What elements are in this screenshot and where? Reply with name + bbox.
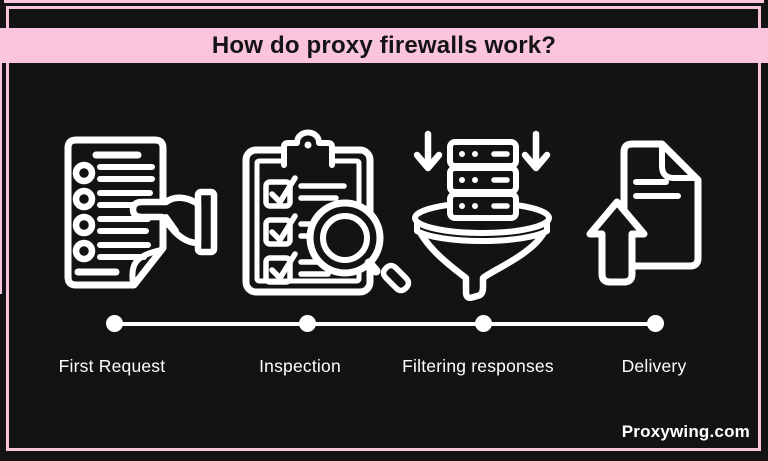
timeline-dot-3 — [475, 315, 492, 332]
funnel-servers-icon — [404, 128, 560, 301]
page-frame — [6, 6, 761, 451]
timeline-line — [114, 322, 655, 326]
outer-top-border — [4, 0, 764, 3]
timeline-dot-4 — [647, 315, 664, 332]
clipboard-magnifier-icon-svg — [242, 129, 412, 296]
clipboard-magnifier-icon — [238, 118, 412, 296]
timeline-dot-2 — [299, 315, 316, 332]
title-band: How do proxy firewalls work? — [0, 28, 768, 63]
outer-left-border — [0, 62, 2, 294]
request-list-hand-icon-svg — [64, 136, 218, 289]
brand-text: Proxywing.com — [621, 422, 750, 441]
step-label-delivery: Delivery — [621, 356, 687, 376]
timeline-dot-1 — [106, 315, 123, 332]
step-label-inspection: Inspection — [259, 356, 341, 376]
step-label-first-request: First Request — [58, 356, 166, 376]
page-title: How do proxy firewalls work? — [211, 31, 557, 59]
request-list-hand-icon — [60, 128, 218, 290]
document-up-arrow-icon-svg — [586, 140, 702, 286]
step-label-filtering-responses: Filtering responses — [402, 356, 554, 376]
funnel-servers-icon-svg — [412, 130, 552, 301]
document-up-arrow-icon — [586, 136, 706, 292]
